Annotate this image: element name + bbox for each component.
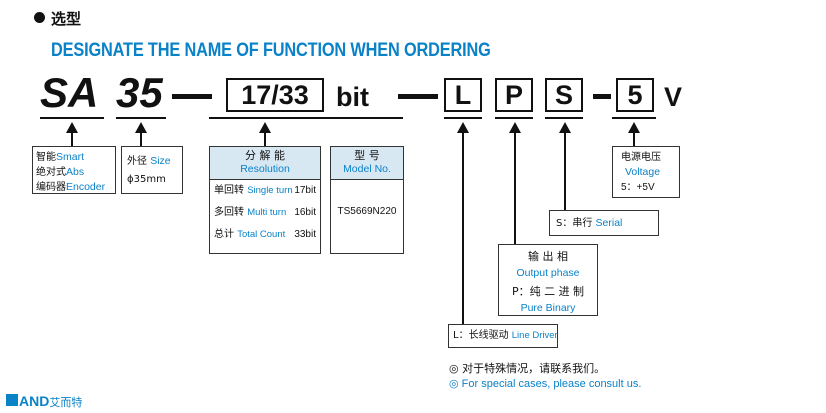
- size-label: 外径 Size: [127, 152, 182, 171]
- output-box: 输 出 相 Output phase P：纯 二 进 制 Pure Binary: [498, 244, 598, 316]
- voltage-box: 电源电压 Voltage 5：+5V: [612, 146, 680, 198]
- function-cn: 绝对式: [36, 167, 66, 178]
- pointer-arrow-icon: [628, 122, 640, 133]
- model-header-cn: 型 号: [354, 149, 380, 162]
- pointer-arrow-icon: [135, 122, 147, 133]
- code-dash: [398, 94, 438, 99]
- code-bits: 17/33: [241, 80, 309, 110]
- pointer-line: [633, 132, 635, 146]
- row-value: 17bit: [294, 185, 316, 196]
- code-output-phase: P: [504, 80, 523, 110]
- resolution-header: 分 解 能 Resolution: [210, 147, 320, 180]
- code-voltage-unit: V: [664, 82, 683, 112]
- function-en: Encoder: [66, 181, 106, 193]
- underline-bits: [209, 117, 403, 119]
- serial-box: S：串行 Serial: [549, 210, 659, 236]
- note-en: ◎ For special cases, please consult us.: [449, 378, 642, 390]
- voltage-value: 5：+5V: [621, 182, 655, 193]
- pointer-arrow-icon: [509, 122, 521, 133]
- row-cn: 单回转: [214, 185, 244, 196]
- pointer-arrow-icon: [559, 122, 571, 133]
- headline: DESIGNATE THE NAME OF FUNCTION WHEN ORDE…: [51, 40, 491, 61]
- section-title: 选型: [51, 10, 82, 28]
- code-voltage-box: 5: [616, 78, 654, 112]
- pointer-line: [462, 132, 464, 324]
- pointer-line: [514, 132, 516, 244]
- logo-cn: 艾而特: [49, 396, 83, 409]
- pointer-line: [264, 132, 266, 146]
- line-driver-cn: L：长线驱动: [453, 330, 509, 341]
- voltage-cn: 电源电压: [621, 152, 661, 163]
- function-box: 智能Smart 绝对式Abs 编码器Encoder: [32, 146, 116, 194]
- underline-size: [116, 117, 166, 119]
- row-cn: 总计: [214, 229, 234, 240]
- function-en: Abs: [66, 166, 85, 178]
- output-line: P：纯 二 进 制: [511, 285, 585, 298]
- pointer-arrow-icon: [259, 122, 271, 133]
- output-en: Output phase: [516, 267, 580, 279]
- note-cn: ◎ 对于特殊情况，请联系我们。: [449, 362, 606, 375]
- serial-en: Serial: [595, 217, 623, 229]
- function-item: 智能Smart: [36, 150, 115, 165]
- code-serial-box: S: [545, 78, 583, 112]
- pointer-arrow-icon: [66, 122, 78, 133]
- resolution-row: 多回转 Multi turn 16bit: [210, 202, 320, 224]
- row-en: Single turn: [247, 185, 293, 196]
- model-header: 型 号 Model No.: [331, 147, 403, 180]
- model-header-en: Model No.: [343, 163, 391, 175]
- underline-output: [495, 117, 533, 119]
- resolution-header-en: Resolution: [240, 163, 290, 175]
- underline-series: [40, 117, 104, 119]
- serial-cn: S：串行: [556, 218, 593, 229]
- row-value: 16bit: [294, 207, 316, 218]
- underline-voltage: [612, 117, 656, 119]
- size-box: 外径 Size ϕ35mm: [121, 146, 183, 194]
- company-logo: AND艾而特: [6, 393, 83, 409]
- code-output-box: P: [495, 78, 533, 112]
- function-item: 绝对式Abs: [36, 165, 115, 180]
- code-voltage: 5: [627, 80, 643, 110]
- code-dash: [172, 94, 212, 99]
- output-line-en: Pure Binary: [520, 302, 576, 314]
- pointer-line: [564, 132, 566, 210]
- function-cn: 智能: [36, 152, 56, 163]
- resolution-header-cn: 分 解 能: [245, 149, 285, 162]
- function-cn: 编码器: [36, 182, 66, 193]
- bullet-icon: [34, 12, 45, 23]
- row-cn: 多回转: [214, 207, 244, 218]
- code-bit-unit: bit: [336, 82, 369, 112]
- function-item: 编码器Encoder: [36, 180, 115, 195]
- function-en: Smart: [56, 151, 85, 163]
- line-driver-en: Line Driver: [511, 330, 558, 341]
- code-bits-box: 17/33: [226, 78, 324, 112]
- model-value: TS5669N220: [337, 206, 397, 217]
- line-driver-box: L：长线驱动 Line Driver: [448, 324, 558, 348]
- resolution-row: 总计 Total Count 33bit: [210, 224, 320, 246]
- pointer-line: [71, 132, 73, 146]
- code-size: 35: [116, 69, 163, 116]
- model-box: 型 号 Model No. TS5669N220: [330, 146, 404, 254]
- underline-serial: [545, 117, 583, 119]
- pointer-line: [140, 132, 142, 146]
- logo-mark-icon: [6, 394, 18, 406]
- row-value: 33bit: [294, 229, 316, 240]
- size-en: Size: [150, 155, 171, 167]
- underline-line: [444, 117, 482, 119]
- size-cn: 外径: [127, 156, 147, 167]
- code-line-driver: L: [454, 80, 472, 110]
- code-serial: S: [554, 80, 573, 110]
- row-en: Multi turn: [247, 207, 287, 218]
- logo-text: AND: [19, 393, 50, 409]
- pointer-arrow-icon: [457, 122, 469, 133]
- code-dash: [593, 94, 611, 99]
- size-value: ϕ35mm: [127, 174, 166, 185]
- code-series: SA: [40, 69, 99, 116]
- code-line-box: L: [444, 78, 482, 112]
- output-cn: 输 出 相: [528, 250, 568, 263]
- voltage-en: Voltage: [625, 166, 661, 178]
- row-en: Total Count: [237, 229, 286, 240]
